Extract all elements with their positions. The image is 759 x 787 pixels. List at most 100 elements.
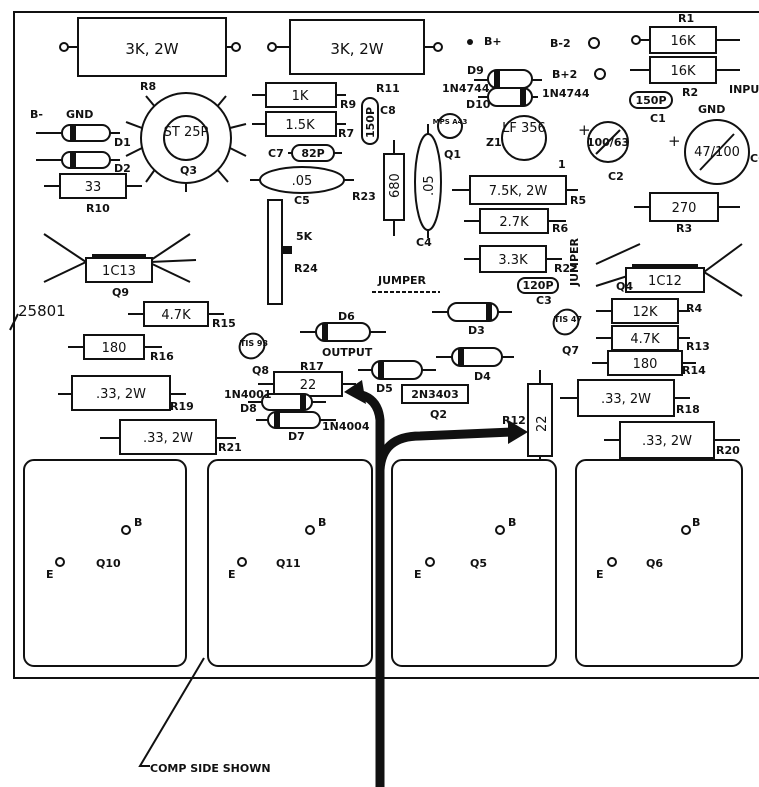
r13-ref: R13 <box>686 340 710 353</box>
resistor-r10: 33 R10 <box>44 173 142 215</box>
diode-d6: D6 OUTPUT <box>300 310 386 359</box>
d2-ref: D2 <box>114 162 131 175</box>
c7-value: 82P <box>301 147 324 160</box>
resistor-r22: 3.3K R22 <box>464 245 578 275</box>
capacitor-c6: + 47/100 C6 <box>668 119 759 185</box>
input-label: INPU <box>729 83 759 96</box>
power-transistor-q11: B E Q11 <box>207 459 373 667</box>
r22-value: 3.3K <box>498 253 528 268</box>
r7-ref: R7 <box>338 127 354 140</box>
q10-b: B <box>134 516 142 529</box>
q4-value: 1C12 <box>648 274 682 289</box>
resistor-r17: 22 R17 <box>258 360 356 397</box>
r9-value: 1K <box>292 89 309 104</box>
resistor-r7: 1.5K R7 <box>252 111 354 140</box>
r15-ref: R15 <box>212 317 236 330</box>
z1-value: LF 356 <box>502 121 546 136</box>
r20-ref: R20 <box>716 444 740 457</box>
r21-value: .33, 2W <box>143 431 193 446</box>
c5-value: .05 <box>292 174 313 189</box>
arrow-head-r12 <box>508 420 528 444</box>
diode-d3: D3 <box>432 302 512 337</box>
ic-z1: LF 356 Z1 1 <box>486 115 566 171</box>
d7-value: 1N4004 <box>322 420 370 433</box>
r2-value: 16K <box>670 64 696 79</box>
resistor-r3: 270 R3 <box>634 192 740 235</box>
c6-value: 47/100 <box>694 145 740 160</box>
capacitor-c1: 150P C1 <box>629 91 673 125</box>
resistor-r16: 180 R16 <box>68 334 174 363</box>
q7-ref: Q7 <box>562 344 579 357</box>
r12-value: 22 <box>535 415 550 432</box>
r18-ref: R18 <box>676 403 700 416</box>
q11-e: E <box>228 568 236 581</box>
q5-b: B <box>508 516 516 529</box>
resistor-r11: 3K, 2W R11 <box>267 19 443 95</box>
c5-ref: C5 <box>294 194 310 207</box>
diode-d9: D9 1N4744 <box>442 64 542 95</box>
resistor-r14: 180 R14 <box>592 350 706 377</box>
arrow-head-r17 <box>344 380 366 404</box>
r11-ref: R11 <box>376 82 400 95</box>
resistor-r1: 16K R1 <box>631 12 740 54</box>
r17-ref: R17 <box>300 360 324 373</box>
q10-e: E <box>46 568 54 581</box>
power-transistor-q10: B E Q10 <box>23 459 187 667</box>
capacitor-c5: .05 C5 <box>250 166 354 207</box>
r16-value: 180 <box>102 341 127 356</box>
c2-plus: + <box>578 121 591 139</box>
power-transistor-q5: B E Q5 <box>391 459 557 667</box>
transistor-q1: MPS A43 Q1 <box>433 113 468 161</box>
q11-ref: Q11 <box>276 557 301 570</box>
transistor-q3: ST 25P Q3 <box>125 92 247 192</box>
diode-d7: D7 1N4004 <box>256 411 370 443</box>
power-transistor-q6: B E Q6 <box>575 459 743 667</box>
c4-value: .05 <box>422 175 437 196</box>
b-plus-label: B+ <box>484 35 502 48</box>
diode-d1: D1 <box>36 124 131 149</box>
r10-ref: R10 <box>86 202 110 215</box>
transistor-q9: 1C13 Q9 <box>43 233 197 299</box>
diode-d2: D2 <box>36 151 131 175</box>
c3-ref: C3 <box>536 294 552 307</box>
q9-value: 1C13 <box>102 264 136 279</box>
comp-side-text: COMP SIDE SHOWN <box>150 762 271 775</box>
q10-ref: Q10 <box>96 557 121 570</box>
resistor-r21: .33, 2W R21 <box>100 419 242 455</box>
capacitor-c8: 150P C8 <box>361 97 396 145</box>
q1-value: MPS A43 <box>433 118 468 126</box>
r13-value: 4.7K <box>630 332 660 347</box>
r15-value: 4.7K <box>161 308 191 323</box>
comp-side-note: COMP SIDE SHOWN <box>138 657 271 775</box>
r21-ref: R21 <box>218 441 242 454</box>
r22-ref: R22 <box>554 262 578 275</box>
c1-ref: C1 <box>650 112 666 125</box>
c6-ref: C6 <box>750 152 759 165</box>
resistor-r6: 2.7K R6 <box>464 208 568 235</box>
d9-value: 1N4744 <box>442 82 490 95</box>
capacitor-c3: 120P C3 <box>517 277 559 307</box>
transistor-q8: TIS 93 Q8 <box>238 332 269 377</box>
c6-plus: + <box>668 132 681 150</box>
r6-value: 2.7K <box>499 215 529 230</box>
c2-value: 100/63 <box>587 136 629 149</box>
d8-value: 1N4001 <box>224 388 271 401</box>
r2-ref: R2 <box>682 86 698 99</box>
resistor-r15: 4.7K R15 <box>128 301 236 330</box>
gnd-label-right: GND <box>698 103 725 116</box>
r14-value: 180 <box>633 357 658 372</box>
resistor-r5: 7.5K, 2W R5 <box>452 175 586 207</box>
transistor-q4: 1C12 Q4 <box>595 243 743 297</box>
r10-value: 33 <box>85 180 102 195</box>
r4-ref: R4 <box>686 302 702 315</box>
r24-value: 5K <box>296 230 313 243</box>
vertical-jumper-label: JUMPER <box>568 237 581 287</box>
r1-value: 16K <box>670 34 696 49</box>
c1-value: 150P <box>635 94 666 107</box>
q8-value: TIS 93 <box>240 339 268 348</box>
output-label: OUTPUT <box>322 346 373 359</box>
q6-ref: Q6 <box>646 557 663 570</box>
r11-value: 3K, 2W <box>330 40 383 58</box>
q3-value: ST 25P <box>164 125 209 140</box>
c4-ref: C4 <box>416 236 432 249</box>
